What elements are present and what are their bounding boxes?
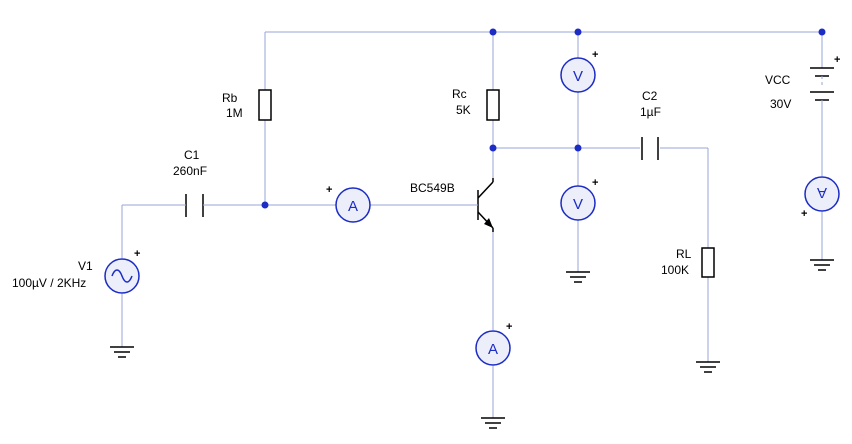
resistor-rb[interactable] (258, 89, 272, 121)
ammeter-base-polarity: + (326, 184, 332, 196)
voltmeter-top-polarity: + (592, 49, 598, 61)
transistor-q1[interactable] (470, 178, 494, 232)
vcc-name-label: VCC (765, 73, 791, 87)
rb-name-label: Rb (222, 91, 238, 105)
ground-rl (696, 361, 720, 373)
ammeter-supply-polarity: + (801, 208, 807, 220)
voltmeter-bottom-polarity: + (592, 177, 598, 189)
ammeter-supply-symbol: A (817, 184, 827, 201)
v1-polarity: + (134, 248, 140, 260)
c1-value-label: 260nF (173, 164, 207, 178)
node-collector-vm (574, 144, 582, 152)
ground-v1 (110, 346, 134, 358)
node-base (261, 201, 269, 209)
battery-vcc[interactable] (810, 67, 834, 108)
ground-emitter (481, 417, 505, 429)
rl-value-label: 100K (661, 263, 689, 277)
node-top-vcc (818, 28, 826, 36)
voltmeter-top[interactable]: V (560, 57, 596, 93)
node-top-vm (574, 28, 582, 36)
sine-wave-icon (111, 269, 133, 283)
c1-name-label: C1 (184, 148, 200, 162)
q1-name-label: BC549B (410, 181, 455, 195)
ammeter-base-symbol: A (348, 198, 358, 215)
c2-name-label: C2 (642, 89, 658, 103)
ammeter-emitter-polarity: + (506, 321, 512, 333)
voltmeter-top-symbol: V (573, 68, 583, 85)
ammeter-icon (804, 176, 840, 212)
resistor-rl[interactable] (701, 247, 715, 278)
ammeter-emitter[interactable]: A (475, 330, 511, 366)
wires (121, 31, 823, 418)
node-collector (489, 144, 497, 152)
resistor-rc[interactable] (486, 89, 500, 121)
vcc-value-label: 30V (770, 97, 791, 111)
ammeter-emitter-symbol: A (488, 341, 498, 358)
voltmeter-icon (560, 185, 596, 221)
v1-value-label: 100µV / 2KHz (12, 276, 86, 290)
ammeter-supply[interactable]: A (804, 176, 840, 212)
ammeter-icon (335, 187, 371, 223)
junction-nodes (261, 28, 826, 209)
rc-name-label: Rc (452, 87, 467, 101)
ammeter-base[interactable]: A (335, 187, 371, 223)
ground-voltmeter (566, 271, 590, 283)
ac-source-v1[interactable] (104, 258, 140, 294)
voltmeter-bottom[interactable]: V (560, 185, 596, 221)
vcc-polarity: + (834, 54, 840, 66)
c2-value-label: 1µF (640, 105, 661, 119)
capacitor-c2[interactable] (641, 137, 659, 160)
emitter-arrow-icon (484, 218, 493, 228)
voltmeter-bottom-symbol: V (573, 196, 583, 213)
rl-name-label: RL (676, 247, 692, 261)
voltmeter-icon (560, 57, 596, 93)
capacitor-c1[interactable] (184, 194, 205, 217)
v1-name-label: V1 (78, 259, 93, 273)
node-top-rc (489, 28, 497, 36)
ground-vcc (810, 259, 834, 271)
ammeter-icon (475, 330, 511, 366)
rc-value-label: 5K (456, 103, 471, 117)
rb-value-label: 1M (226, 106, 243, 120)
